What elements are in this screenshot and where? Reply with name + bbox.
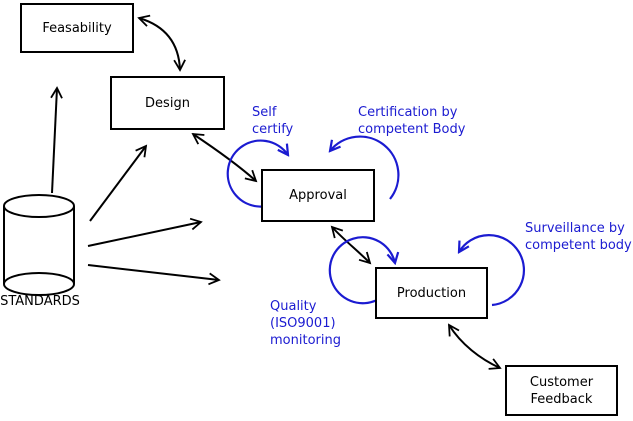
arrow-standards-to-production [87,264,221,286]
annotation-self-certify: Self certify [252,105,294,137]
arrow-standards-to-approval [87,217,203,247]
standards-cylinder [3,194,75,296]
arrow-design-approval [191,132,258,183]
arrow-standards-to-design [89,144,148,222]
box-feasability: Feasability [20,3,134,53]
box-design: Design [110,76,225,130]
annotation-quality-monitoring: Quality (ISO9001) monitoring [270,299,341,348]
arrow-production-customer-feedback [448,323,502,370]
standards-label: STANDARDS [0,294,80,309]
self-loop-quality-monitoring [328,236,395,305]
box-approval: Approval [261,169,375,222]
arrow-feasability-design [137,14,186,72]
arrow-approval-production [330,225,372,265]
self-loop-surveillance [459,234,525,307]
self-loop-certification [330,135,400,200]
box-production: Production [375,267,488,319]
box-customer-feedback: Customer Feedback [505,365,618,416]
arrow-standards-to-feasability [50,86,63,194]
annotation-certification: Certification by competent Body [358,105,466,137]
annotation-surveillance: Surveillance by competent body [525,221,632,253]
